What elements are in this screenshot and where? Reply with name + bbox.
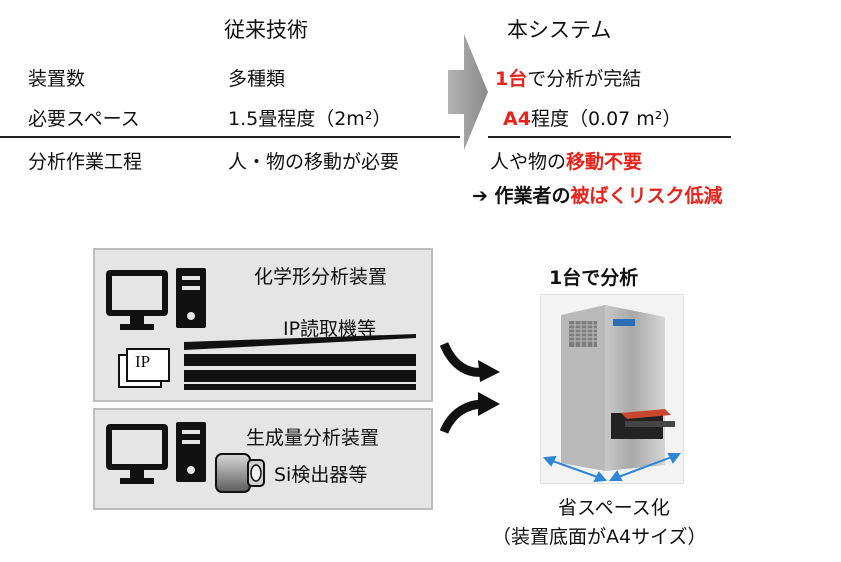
imaging-plate-icon: IP	[118, 348, 170, 388]
ip-reader-icon	[184, 334, 416, 390]
caption-a4-footprint: （装置底面がA4サイズ）	[492, 526, 707, 548]
detector-icon	[215, 453, 265, 493]
curved-arrow-icon	[440, 342, 500, 382]
device-title: 1台で分析	[549, 267, 639, 289]
row-right-device-count: 1台で分析が完結	[495, 64, 641, 91]
panel1-subtitle: IP読取機等	[283, 318, 377, 340]
highlight-a4: A4	[503, 108, 531, 130]
row-label-workflow: 分析作業工程	[28, 151, 143, 173]
transition-arrow-icon	[448, 34, 488, 150]
device-illustration	[561, 305, 675, 471]
row-right-space: A4程度（0.07 m²）	[503, 104, 681, 131]
table-divider	[0, 136, 460, 138]
dimension-arrows-icon	[542, 453, 681, 483]
header-new-system: 本システム	[507, 18, 612, 42]
row-label-device-count: 装置数	[28, 68, 86, 90]
row-left-workflow: 人・物の移動が必要	[228, 151, 400, 173]
right-text: 程度（0.07 m²）	[530, 108, 682, 130]
ip-label: IP	[135, 352, 151, 371]
row-label-space: 必要スペース	[28, 108, 140, 130]
panel2-subtitle: Si検出器等	[274, 464, 368, 486]
curved-arrow-icon	[440, 392, 500, 434]
row-left-space: 1.5畳程度（2m²）	[228, 108, 392, 130]
computer-icon	[106, 422, 206, 484]
caption-space-saving: 省スペース化	[558, 497, 670, 519]
row-right-workflow: 人や物の移動不要	[490, 147, 642, 174]
benefit-prefix: ➔ 作業者の	[472, 185, 571, 207]
device-photo	[540, 294, 684, 484]
panel1-title: 化学形分析装置	[254, 266, 388, 288]
highlight-one-unit: 1台	[495, 68, 528, 90]
header-conventional: 従来技術	[224, 18, 308, 42]
right-text: 人や物の	[490, 151, 567, 173]
row-left-device-count: 多種類	[228, 68, 286, 90]
computer-icon	[106, 268, 206, 330]
right-text: で分析が完結	[527, 68, 642, 90]
benefit-highlight: 被ばくリスク低減	[570, 185, 723, 207]
table-divider-right	[488, 136, 731, 138]
benefit-line: ➔ 作業者の被ばくリスク低減	[472, 181, 723, 208]
panel2-title: 生成量分析装置	[246, 427, 380, 449]
highlight-no-movement: 移動不要	[566, 151, 643, 173]
